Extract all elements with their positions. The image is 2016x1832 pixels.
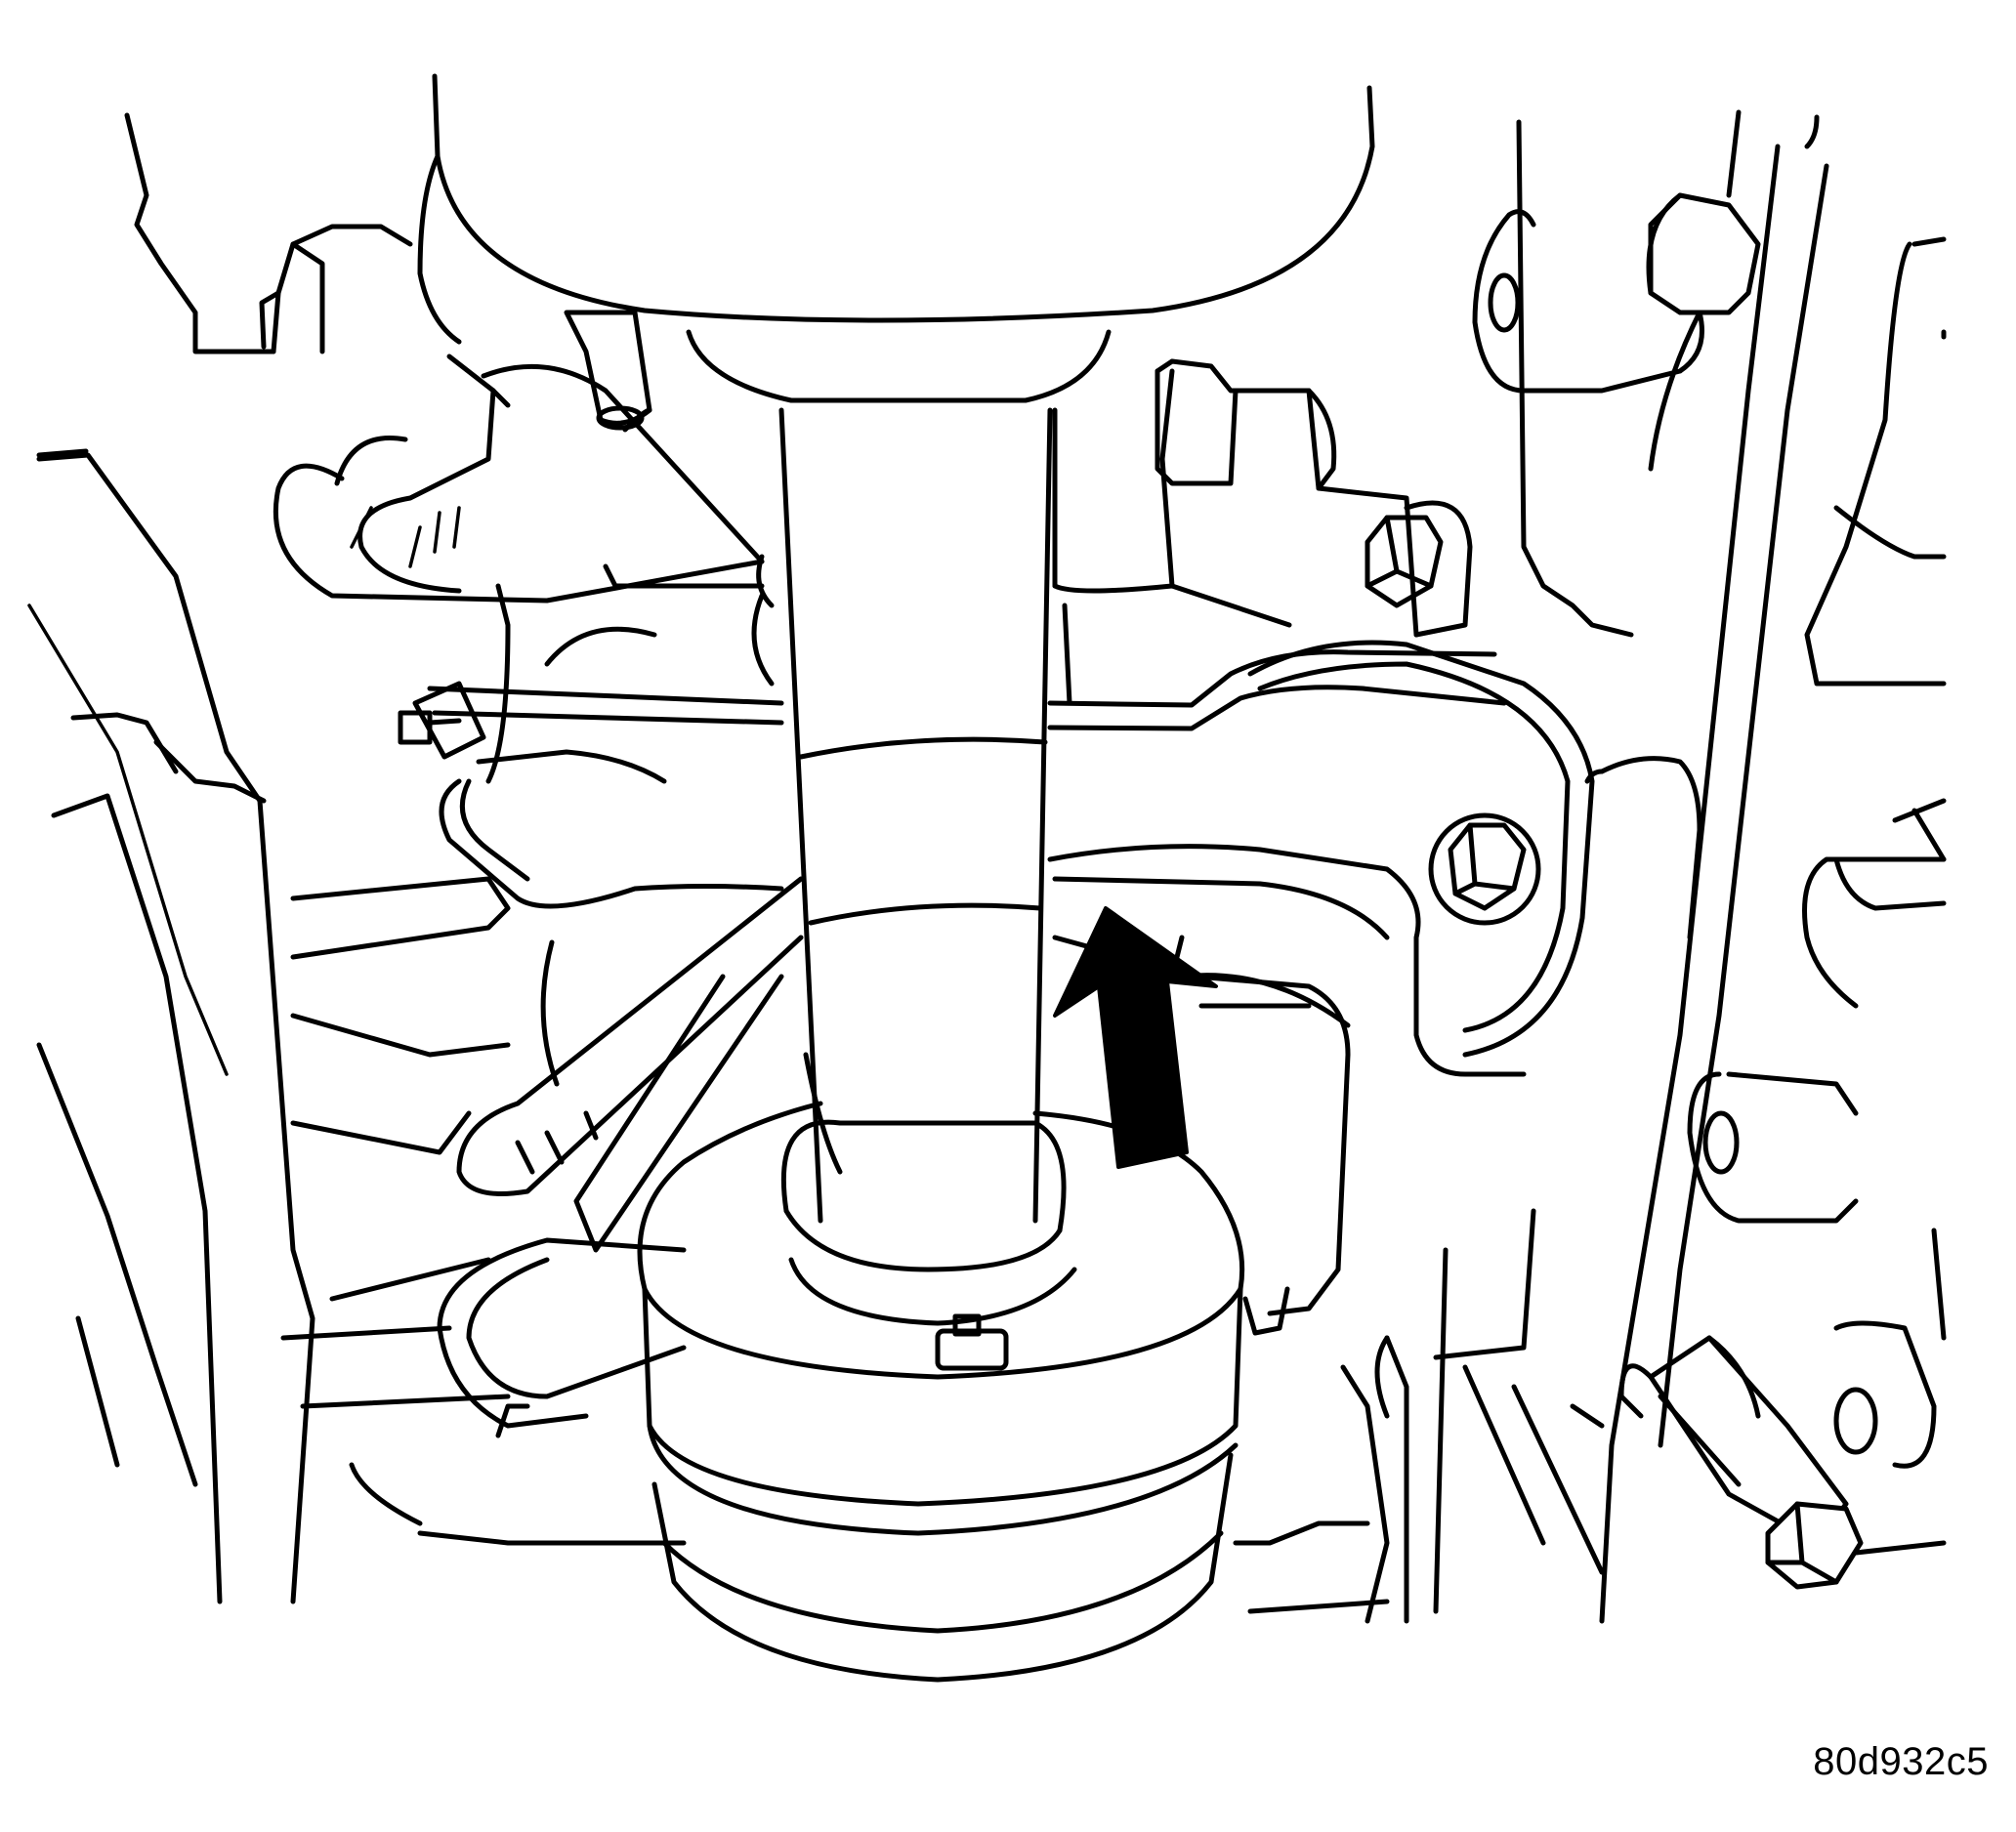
upper-fitting <box>564 310 652 433</box>
left-arm-links <box>280 876 804 1546</box>
canister <box>540 939 1351 1336</box>
mounting-block <box>1155 358 1419 638</box>
left-body-panel <box>27 448 315 1604</box>
upper-left-hose <box>273 354 765 604</box>
strut-tube <box>778 407 1053 1224</box>
bracket-bolt <box>1428 812 1541 926</box>
upper-spring-seat <box>417 73 1375 403</box>
bottom-right-bolt <box>1618 1228 1947 1590</box>
boot-clip <box>935 1313 1009 1371</box>
right-frame <box>1472 109 1947 1624</box>
left-stud-bolt <box>398 681 486 760</box>
direction-arrow-icon <box>1053 906 1218 1169</box>
misc-lines <box>544 368 1390 1624</box>
upper-left-bracket <box>124 112 413 354</box>
lower-bracket <box>439 583 1595 1077</box>
horizontal-tube <box>427 649 1507 731</box>
upper-right-bolt <box>1365 500 1473 638</box>
dust-boot <box>637 1101 1245 1683</box>
right-lower-lines <box>1374 1208 1605 1624</box>
figure-code-label: 80d932c5 <box>1813 1740 1989 1783</box>
right-lower-bracket <box>1687 798 1947 1224</box>
